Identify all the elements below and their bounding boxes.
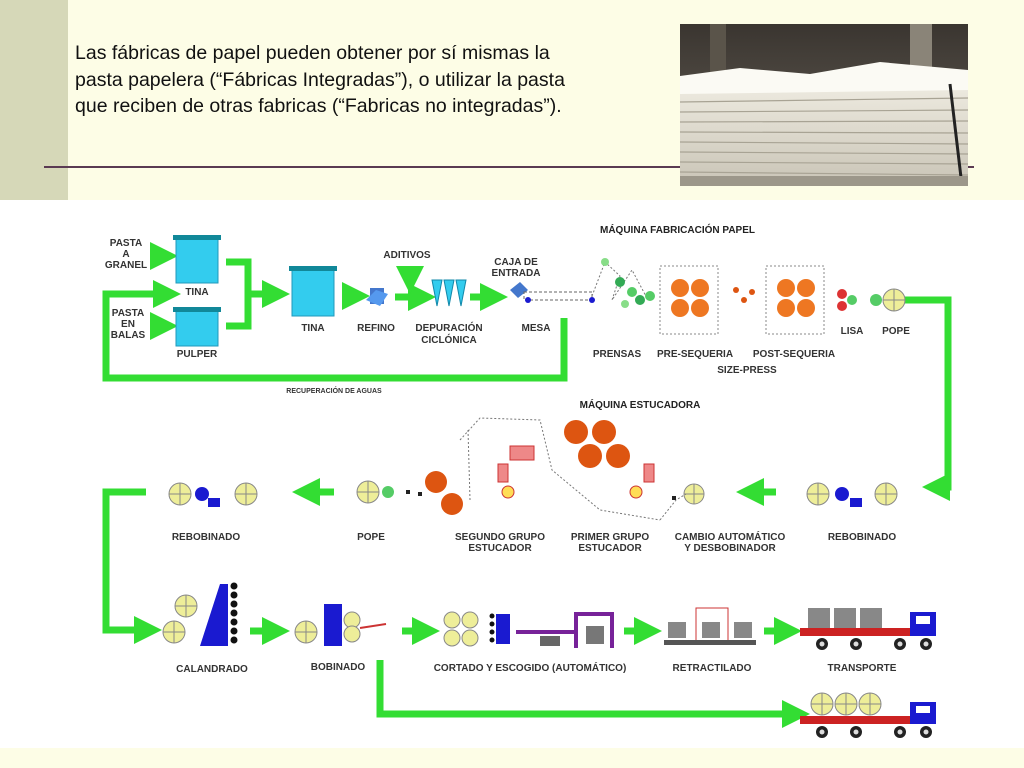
cyclone-cleaner-icon (431, 279, 467, 307)
svg-text:PRIMER GRUPO: PRIMER GRUPO (571, 532, 650, 543)
label-tina: TINA (301, 323, 324, 334)
label-transporte: TRANSPORTE (828, 663, 897, 674)
rewinder-left-icon (168, 482, 258, 507)
label-size-press: SIZE-PRESS (717, 365, 777, 376)
headbox-wire-icon (510, 282, 595, 303)
unwinder-icon (659, 483, 705, 521)
svg-text:CAJA DE: CAJA DE (494, 257, 538, 268)
label-lisa: LISA (841, 326, 864, 337)
svg-text:Y DESBOBINADOR: Y DESBOBINADOR (684, 543, 776, 554)
pope-reel-icon (870, 288, 906, 312)
label-refino: REFINO (357, 323, 395, 334)
press-section-icon (591, 258, 655, 308)
label-pasta-balas: PASTA EN BALAS (111, 308, 146, 341)
label-mesa: MESA (522, 323, 551, 334)
svg-text:MÁQUINA FABRICACIÓN PAPEL: MÁQUINA FABRICACIÓN PAPEL (600, 223, 755, 236)
cutting-sorting-icon (443, 611, 614, 648)
arrow-to-rebobinado (890, 296, 952, 501)
label-cortado: CORTADO Y ESCOGIDO (AUTOMÁTICO) (434, 661, 627, 674)
svg-text:BALAS: BALAS (111, 330, 146, 341)
coating-rolls-icon (459, 417, 661, 521)
section-title-paper-machine: MÁQUINA FABRICACIÓN PAPEL (600, 223, 755, 236)
label-depuracion: DEPURACIÓN CICLÓNICA (415, 321, 482, 346)
arrows-row1 (102, 242, 952, 501)
label-segundo-grupo: SEGUNDO GRUPO ESTUCADOR (455, 532, 545, 554)
arrow-to-transporte-rolls (376, 660, 810, 728)
label-cambio-automatico: CAMBIO AUTOMÁTICO Y DESBOBINADOR (675, 530, 786, 554)
label-pulper: PULPER (177, 349, 218, 360)
svg-text:CICLÓNICA: CICLÓNICA (421, 333, 477, 346)
pre-dryer-icon (659, 265, 719, 335)
label-tina-top: TINA (185, 287, 208, 298)
calender-lisa-icon (837, 289, 857, 311)
second-coater-rolls-icon (406, 471, 463, 515)
arrows-row2 (102, 478, 776, 644)
label-rebobinado-left: REBOBINADO (172, 532, 241, 543)
svg-text:EN: EN (121, 319, 135, 330)
title-divider (44, 166, 974, 168)
label-rebobinado-right: REBOBINADO (828, 532, 897, 543)
intro-paragraph: Las fábricas de papel pueden obtener por… (75, 42, 565, 117)
label-prensas: PRENSAS (593, 349, 642, 360)
rewinder-right-icon (806, 482, 898, 507)
svg-text:ESTUCADOR: ESTUCADOR (468, 543, 532, 554)
svg-text:ENTRADA: ENTRADA (492, 268, 541, 279)
photo-illustration (680, 24, 968, 186)
label-calandrado: CALANDRADO (176, 664, 248, 675)
section-title-coating-machine: MÁQUINA ESTUCADORA (580, 398, 701, 411)
shrink-wrap-icon (664, 607, 756, 645)
svg-text:A: A (122, 249, 129, 260)
label-pasta-granel: PASTA A GRANEL (105, 238, 147, 271)
paper-pulp-stack-photo (680, 24, 968, 186)
svg-text:PASTA: PASTA (110, 238, 142, 249)
svg-text:ESTUCADOR: ESTUCADOR (578, 543, 642, 554)
winder-icon (294, 604, 387, 646)
truck-rolls-icon (800, 692, 936, 738)
size-press-icon (733, 287, 755, 303)
pope-row2-icon (356, 480, 394, 504)
svg-text:GRANEL: GRANEL (105, 260, 147, 271)
tank-pulper (173, 307, 221, 347)
label-pope: POPE (882, 326, 910, 337)
tank-tina-top (173, 235, 221, 284)
label-pope-row2: POPE (357, 532, 385, 543)
truck-pallets-icon (800, 608, 936, 650)
post-dryer-icon (765, 265, 825, 335)
label-presequeria: PRE-SEQUERIA (657, 349, 733, 360)
arrow-merge (226, 258, 252, 330)
svg-text:DEPURACIÓN: DEPURACIÓN (415, 321, 482, 334)
arrows-row3 (250, 617, 810, 728)
svg-text:PASTA: PASTA (112, 308, 144, 319)
svg-text:SEGUNDO GRUPO: SEGUNDO GRUPO (455, 532, 545, 543)
refiner-icon (366, 288, 388, 306)
label-recuperacion-aguas: RECUPERACIÓN DE AGUAS (286, 386, 382, 395)
label-postsequeria: POST-SEQUERIA (753, 349, 835, 360)
calender-stack-icon (162, 582, 238, 646)
tank-tina (289, 266, 337, 317)
label-primer-grupo: PRIMER GRUPO ESTUCADOR (571, 532, 650, 554)
label-aditivos: ADITIVOS (383, 250, 431, 261)
label-retractilado: RETRACTILADO (673, 663, 752, 674)
water-recovery-loop (102, 280, 568, 382)
svg-text:CAMBIO AUTOMÁTICO: CAMBIO AUTOMÁTICO (675, 530, 786, 543)
arrow-to-calandrado (102, 488, 162, 644)
label-bobinado: BOBINADO (311, 662, 366, 673)
label-caja-entrada: CAJA DE ENTRADA (492, 257, 541, 279)
